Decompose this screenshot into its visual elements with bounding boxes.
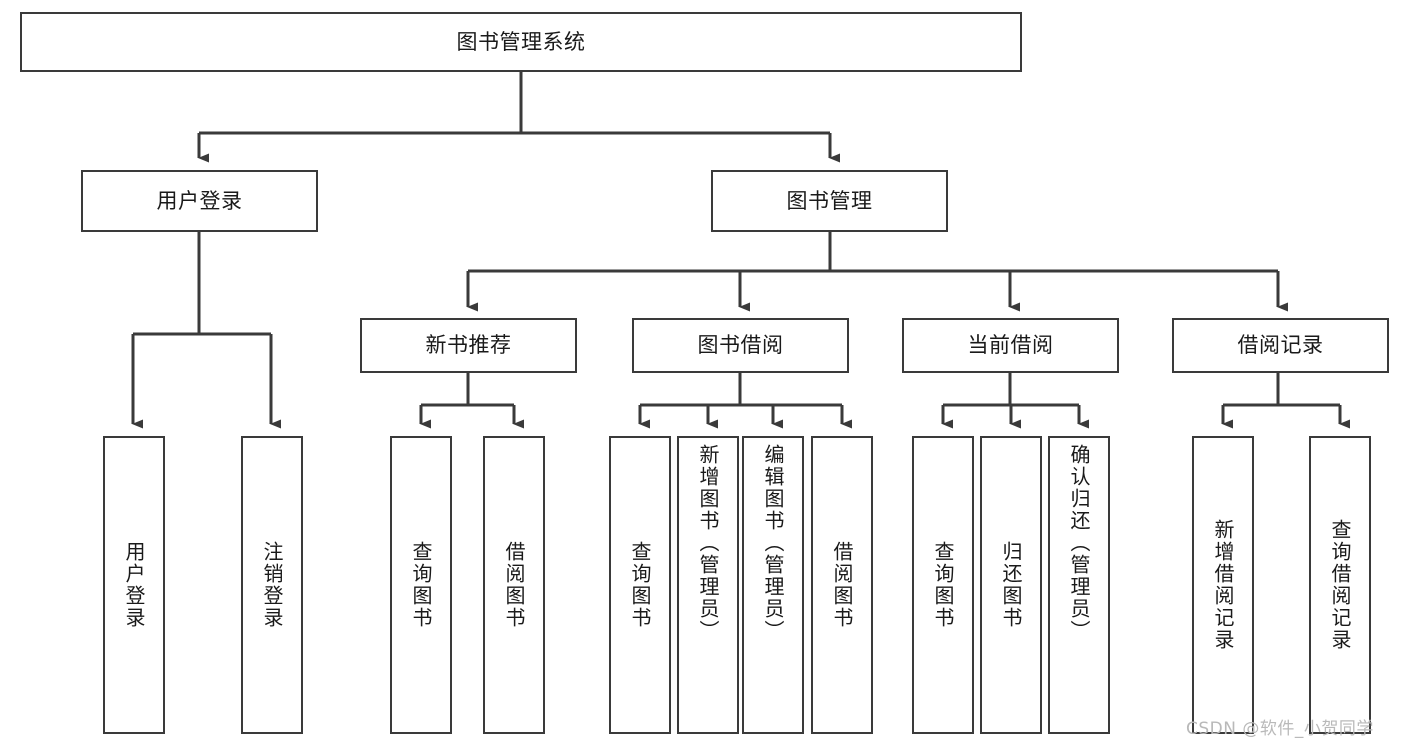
node-book-borrow-label: 图书借阅 [697, 333, 784, 358]
node-book-borrow[interactable]: 图书借阅 [632, 318, 849, 373]
node-borrow-record-label: 借阅记录 [1237, 333, 1324, 358]
node-leaf-return-book[interactable]: 归还图书 [980, 436, 1042, 734]
node-leaf-user-login-label: 用户登录 [122, 541, 146, 629]
node-leaf-confirm-return[interactable]: 确认归还（管理员） [1048, 436, 1110, 734]
node-leaf-query-record[interactable]: 查询借阅记录 [1309, 436, 1371, 734]
node-leaf-query-book-2-label: 查询图书 [628, 541, 652, 629]
node-leaf-edit-book[interactable]: 编辑图书（管理员） [742, 436, 804, 734]
node-leaf-borrow-book-2[interactable]: 借阅图书 [811, 436, 873, 734]
node-root-label: 图书管理系统 [456, 29, 586, 54]
node-leaf-query-record-label: 查询借阅记录 [1328, 519, 1352, 651]
node-leaf-add-record[interactable]: 新增借阅记录 [1192, 436, 1254, 734]
node-leaf-query-book-1[interactable]: 查询图书 [390, 436, 452, 734]
node-leaf-edit-book-label: 编辑图书（管理员） [761, 444, 785, 642]
csdn-watermark: CSDN @软件_小贺同学 [1186, 719, 1374, 739]
node-leaf-add-book[interactable]: 新增图书（管理员） [677, 436, 739, 734]
node-leaf-logout[interactable]: 注销登录 [241, 436, 303, 734]
node-leaf-borrow-book-1[interactable]: 借阅图书 [483, 436, 545, 734]
node-leaf-add-book-label: 新增图书（管理员） [696, 444, 720, 642]
node-new-book-rec[interactable]: 新书推荐 [360, 318, 577, 373]
node-leaf-confirm-return-label: 确认归还（管理员） [1067, 444, 1091, 642]
node-leaf-borrow-book-2-label: 借阅图书 [830, 541, 854, 629]
node-leaf-logout-label: 注销登录 [260, 541, 284, 629]
node-book-manage[interactable]: 图书管理 [711, 170, 948, 232]
node-leaf-user-login[interactable]: 用户登录 [103, 436, 165, 734]
node-borrow-record[interactable]: 借阅记录 [1172, 318, 1389, 373]
node-root[interactable]: 图书管理系统 [20, 12, 1022, 72]
node-leaf-query-book-2[interactable]: 查询图书 [609, 436, 671, 734]
node-current-borrow[interactable]: 当前借阅 [902, 318, 1119, 373]
node-leaf-query-book-1-label: 查询图书 [409, 541, 433, 629]
node-leaf-query-book-3-label: 查询图书 [931, 541, 955, 629]
node-user-login-label: 用户登录 [156, 188, 243, 213]
node-leaf-add-record-label: 新增借阅记录 [1211, 519, 1235, 651]
node-leaf-return-book-label: 归还图书 [999, 541, 1023, 629]
node-leaf-query-book-3[interactable]: 查询图书 [912, 436, 974, 734]
node-new-book-rec-label: 新书推荐 [425, 333, 512, 358]
node-current-borrow-label: 当前借阅 [967, 333, 1054, 358]
node-book-manage-label: 图书管理 [786, 188, 873, 213]
node-user-login[interactable]: 用户登录 [81, 170, 318, 232]
node-leaf-borrow-book-1-label: 借阅图书 [502, 541, 526, 629]
